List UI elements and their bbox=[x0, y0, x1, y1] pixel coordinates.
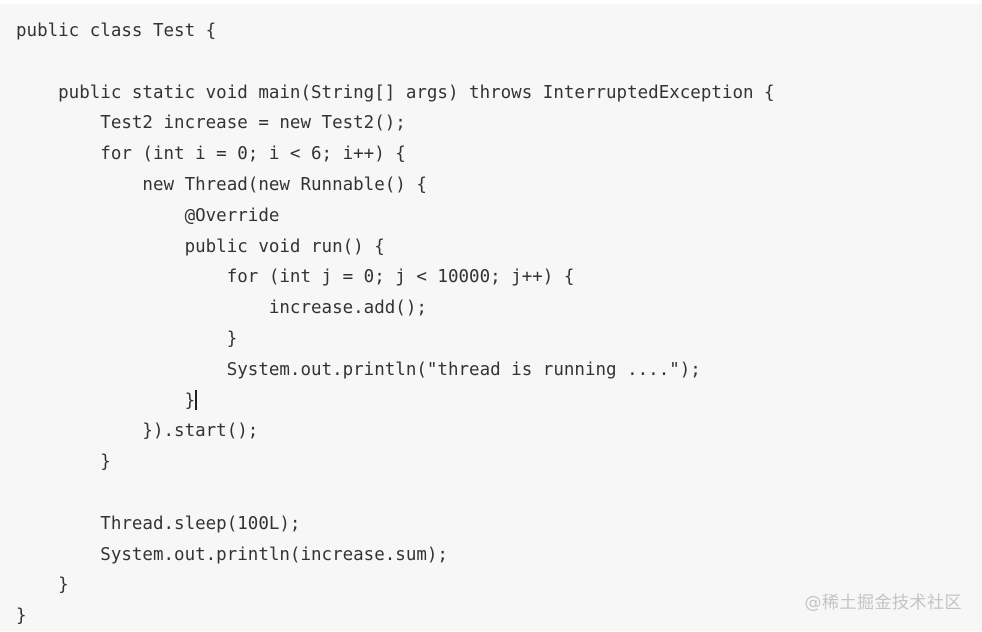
code-line-13-text: } bbox=[16, 390, 196, 411]
code-content[interactable]: public class Test { public static void m… bbox=[16, 16, 982, 632]
code-block: public class Test { public static void m… bbox=[0, 4, 982, 631]
code-line-3: public static void main(String[] args) t… bbox=[16, 82, 775, 103]
code-line-14: }).start(); bbox=[16, 421, 259, 442]
code-line-16 bbox=[16, 478, 982, 509]
code-line-9: for (int j = 0; j < 10000; j++) { bbox=[16, 267, 575, 288]
code-line-12: System.out.println("thread is running ..… bbox=[16, 359, 701, 380]
code-line-15: } bbox=[16, 452, 111, 473]
code-line-8: public void run() { bbox=[16, 236, 385, 257]
text-caret bbox=[195, 389, 197, 410]
code-line-1: public class Test { bbox=[16, 21, 217, 41]
code-line-4: Test2 increase = new Test2(); bbox=[16, 113, 406, 134]
code-line-6: new Thread(new Runnable() { bbox=[16, 174, 427, 195]
code-line-10: increase.add(); bbox=[16, 298, 427, 319]
code-line-5: for (int i = 0; i < 6; i++) { bbox=[16, 144, 406, 165]
code-line-2 bbox=[16, 47, 982, 78]
code-line-17: Thread.sleep(100L); bbox=[16, 513, 301, 534]
code-line-11: } bbox=[16, 328, 238, 349]
code-line-20: } bbox=[16, 606, 27, 627]
code-line-19: } bbox=[16, 575, 69, 596]
watermark: @稀土掘金技术社区 bbox=[804, 593, 962, 613]
code-line-13: } bbox=[16, 386, 982, 417]
code-line-7: @Override bbox=[16, 205, 280, 226]
code-line-18: System.out.println(increase.sum); bbox=[16, 544, 448, 565]
